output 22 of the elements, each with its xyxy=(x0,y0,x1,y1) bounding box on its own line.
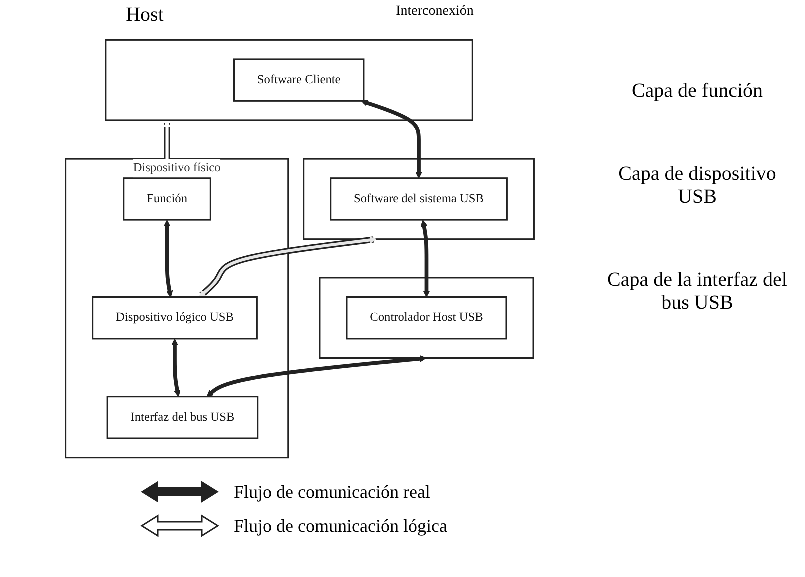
cluster xyxy=(303,158,535,240)
cluster xyxy=(105,39,474,122)
column-heading: Interconexión xyxy=(396,4,474,21)
arrow xyxy=(172,338,181,398)
node-box: Interfaz del bus USB xyxy=(106,396,259,440)
layer-label: Capa de dispositivo USB xyxy=(618,163,778,209)
cluster xyxy=(319,277,534,359)
node-box: Controlador Host USB xyxy=(346,296,508,340)
legend-text: Flujo de comunicación real xyxy=(234,482,430,502)
arrow xyxy=(164,220,174,298)
layer-label: Capa de la interfaz del bus USB xyxy=(606,269,788,315)
legend-text: Flujo de comunicación lógica xyxy=(234,516,448,536)
arrow xyxy=(420,220,430,298)
arrow xyxy=(206,355,427,398)
arrow xyxy=(199,236,377,298)
node-box: Software del sistema USB xyxy=(330,178,508,221)
node-box: Dispositivo lógico USB xyxy=(92,296,258,340)
node-box: Software Cliente xyxy=(234,58,365,102)
arrow xyxy=(361,100,422,179)
layer-label: Capa de función xyxy=(630,80,764,103)
column-heading: Host xyxy=(126,4,164,27)
node-box: Función xyxy=(123,178,212,221)
